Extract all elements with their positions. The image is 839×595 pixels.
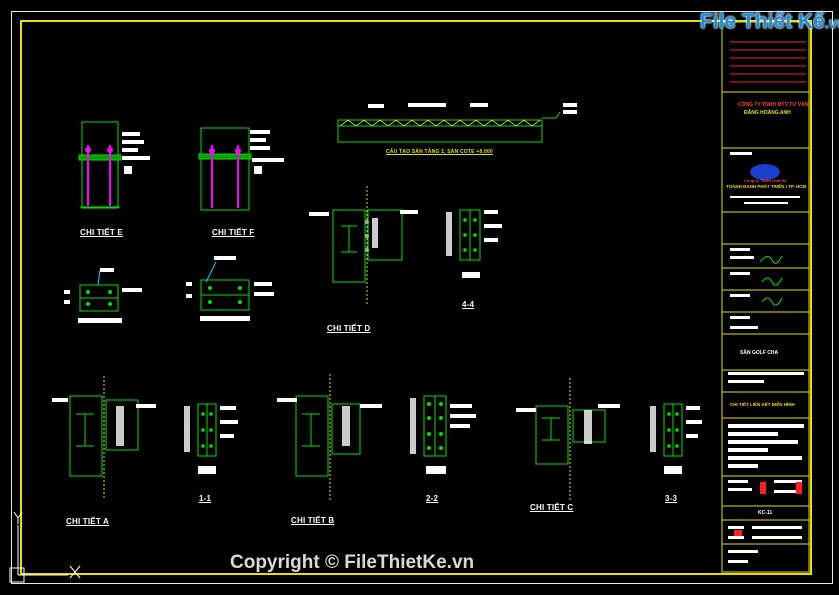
detail-d-label: CHI TIẾT D	[327, 324, 371, 333]
section-2-2-drawing	[410, 395, 476, 474]
section-1-1-drawing	[184, 403, 238, 474]
drawing-outer-border	[11, 11, 833, 584]
detail-f-plan-drawing	[186, 256, 274, 321]
detail-f-label: CHI TIẾT F	[212, 228, 255, 237]
slab-section-title: CẤU TẠO SÀN TẦNG 2, SÀN COTE +8.000	[386, 149, 493, 155]
section-4-4-label: 4-4	[462, 300, 475, 309]
detail-c-label: CHI TIẾT C	[530, 503, 574, 512]
tb-sheet-no: KC-11	[758, 510, 773, 516]
tb-client-line2: TOÀNH ĐẠNH PHÁT TRIỂN I TP. HCM	[726, 184, 807, 189]
logo-domain: .vn	[824, 15, 839, 32]
detail-e-plan-drawing	[64, 268, 142, 323]
copyright-watermark: Copyright © FileThietKe.vn	[230, 552, 475, 573]
signature-3	[761, 297, 783, 306]
signature-1	[759, 255, 783, 264]
drawing-inner-border	[20, 20, 812, 575]
section-3-3-drawing	[650, 403, 702, 474]
tb-company: CÔNG TY TNHH MTV TƯ VẤN	[738, 102, 809, 108]
site-logo: File Thiết Kế.vn	[700, 10, 839, 34]
section-1-1-label: 1-1	[199, 494, 212, 503]
slab-section-drawing	[337, 103, 577, 143]
signature-2	[761, 277, 783, 286]
detail-e-drawing	[78, 121, 150, 209]
logo-brand: File Thiết Kế	[700, 10, 825, 33]
section-3-3-label: 3-3	[665, 494, 678, 503]
detail-a-drawing	[52, 376, 156, 500]
detail-c-drawing	[516, 378, 620, 500]
tb-client-line1: Công ty TNHH Golf Hà	[744, 178, 787, 183]
detail-b-drawing	[277, 374, 382, 500]
detail-a-label: CHI TIẾT A	[66, 517, 110, 526]
tb-drawing-title: CHI TIẾT LIÊN KẾT ĐIỂN HÌNH	[730, 402, 795, 407]
company-logo-icon	[750, 164, 780, 180]
tb-company-name: ĐĂNG HOÀNG ANH	[744, 110, 791, 116]
section-2-2-label: 2-2	[426, 494, 439, 503]
ucs-axis-icon	[9, 511, 81, 583]
revision-table-lines	[730, 41, 806, 83]
detail-b-label: CHI TIẾT B	[291, 516, 335, 525]
detail-f-drawing	[198, 127, 284, 211]
section-4-4-drawing	[446, 209, 502, 278]
tb-project: SÂN GOLF CHA	[740, 350, 779, 356]
detail-e-label: CHI TIẾT E	[80, 228, 123, 237]
title-block-lines	[721, 21, 810, 573]
detail-d-drawing	[309, 186, 418, 305]
